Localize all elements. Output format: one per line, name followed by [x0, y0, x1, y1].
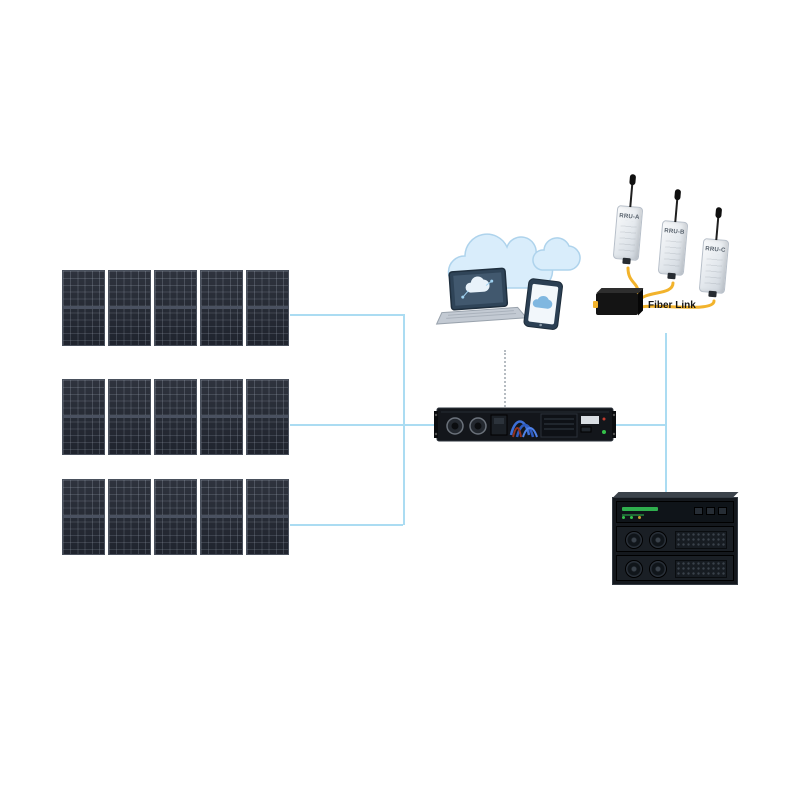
solar-panel: [154, 270, 197, 346]
connector-bus-vertical: [403, 314, 405, 525]
solar-panel: [200, 379, 243, 455]
solar-panel: [154, 379, 197, 455]
power-controller-unit: [433, 401, 617, 447]
rack-status-leds: [622, 516, 625, 519]
connector-controller-right: [615, 424, 666, 426]
cloud-devices-illustration: [435, 233, 581, 330]
rru-port: [667, 272, 676, 280]
rack-unit-module-2: [616, 555, 734, 581]
vent-grille: [675, 531, 727, 549]
fan-icon: [625, 531, 643, 549]
rack-brand-accent: [622, 507, 658, 516]
tablet-icon: [523, 278, 563, 330]
cloud-monitoring-group: [430, 224, 590, 346]
solar-panel-row: [62, 479, 289, 555]
fan-icon: [649, 531, 667, 549]
rru-label: RRU-A: [618, 213, 640, 221]
solar-panel: [154, 479, 197, 555]
rack-unit-module-1: [616, 526, 734, 552]
fan-icon: [649, 560, 667, 578]
fiber-link-label: Fiber Link: [648, 300, 696, 311]
solar-panel: [108, 270, 151, 346]
controller-illustration: [434, 407, 616, 442]
solar-panel: [62, 379, 105, 455]
rru-label: RRU-B: [663, 228, 685, 236]
solar-panel: [246, 270, 289, 346]
solar-panel-array: [62, 270, 289, 555]
laptop-icon: [435, 267, 528, 325]
solar-panel-row: [62, 379, 289, 455]
solar-panel: [62, 479, 105, 555]
solar-panel: [200, 479, 243, 555]
solar-panel: [200, 270, 243, 346]
solar-panel: [62, 270, 105, 346]
rack-ports: [694, 507, 727, 515]
connector-right-vertical: [665, 333, 667, 498]
vent-grille: [675, 560, 727, 578]
antenna-tip-icon: [715, 206, 723, 219]
connector-controller-cloud-dotted: [504, 350, 506, 407]
fiber-port-icon: [593, 301, 598, 308]
cloud-small-icon: [532, 237, 581, 271]
connector-row1-horizontal: [290, 314, 403, 316]
equipment-rack: [612, 492, 739, 585]
rru-unit-b: RRU-B: [657, 188, 689, 280]
antenna-tip-icon: [674, 188, 682, 201]
fan-icon: [625, 560, 643, 578]
rack-body: [612, 497, 738, 585]
antenna-tip-icon: [629, 173, 637, 186]
rru-label: RRU-C: [704, 246, 726, 254]
connector-row2-horizontal: [290, 424, 435, 426]
rru-unit-a: RRU-A: [612, 173, 644, 265]
solar-panel: [246, 379, 289, 455]
rack-unit-controller: [616, 501, 734, 523]
solar-panel: [108, 479, 151, 555]
connector-row3-horizontal: [290, 524, 403, 526]
solar-panel: [246, 479, 289, 555]
rru-unit-c: RRU-C: [698, 206, 730, 298]
solar-panel-row: [62, 270, 289, 346]
rru-port: [708, 290, 717, 298]
rru-port: [622, 257, 631, 265]
fiber-link-box: [593, 293, 638, 315]
solar-panel: [108, 379, 151, 455]
